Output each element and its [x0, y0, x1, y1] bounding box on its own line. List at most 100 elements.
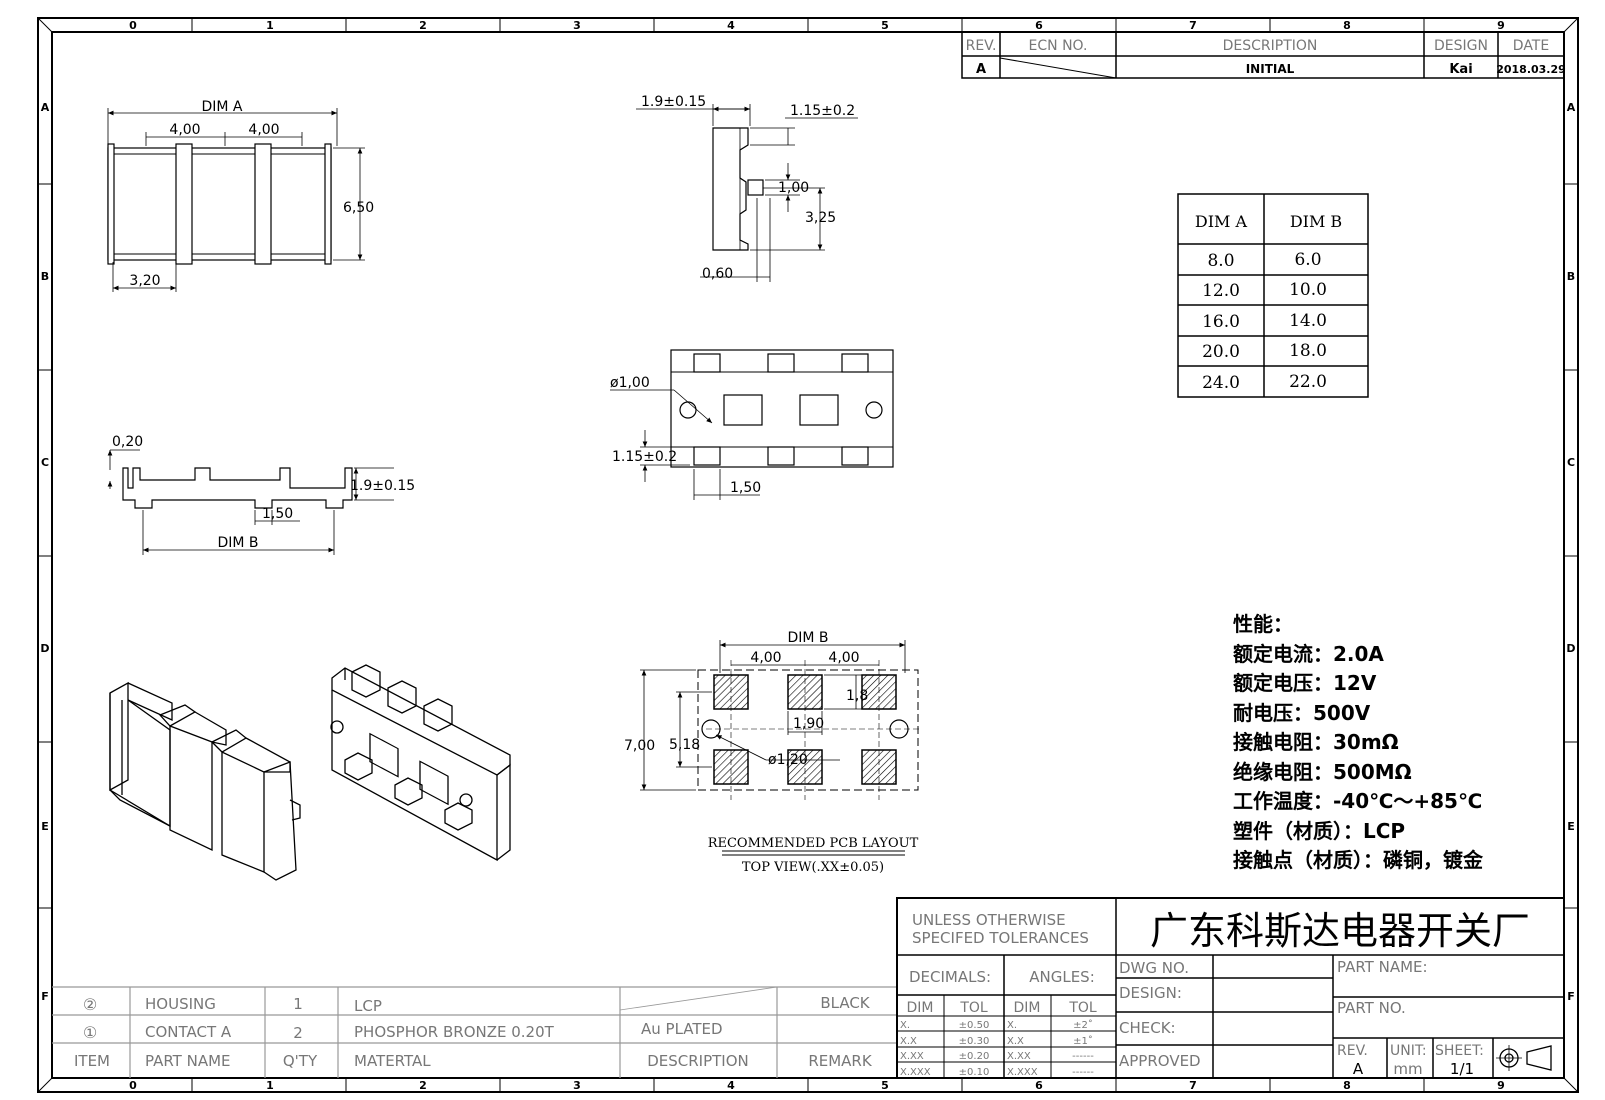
top-view — [107, 108, 365, 292]
part-name-label: PART NAME: — [1337, 958, 1428, 976]
bom-description: Au PLATED — [641, 1020, 723, 1038]
tol-header: TOL — [959, 1000, 988, 1016]
unit-value: mm — [1393, 1060, 1422, 1078]
pitch-label: 3,20 — [129, 273, 160, 289]
tol-dim: X.X — [1007, 1036, 1024, 1047]
zone-label: 3 — [573, 19, 581, 32]
tol-value: ±0.50 — [959, 1020, 990, 1031]
pcb-subtitle: TOP VIEW(.XX±0.05) — [742, 860, 884, 875]
pcb-title: RECOMMENDED PCB LAYOUT — [708, 836, 919, 851]
zone-label: B — [1567, 270, 1575, 283]
dim-a-cell: 8.0 — [1207, 251, 1234, 271]
tol-dim: X. — [1007, 1020, 1017, 1031]
zone-label: F — [1567, 990, 1575, 1003]
zone-label: 0 — [129, 1079, 137, 1092]
tol-value: ±0.10 — [959, 1067, 990, 1078]
bom-qty: 2 — [293, 1024, 303, 1042]
zone-label: 3 — [573, 1079, 581, 1092]
zone-label: 9 — [1497, 1079, 1505, 1092]
bom-header-remark: REMARK — [808, 1052, 873, 1070]
dim-a-cell: 16.0 — [1202, 312, 1240, 332]
zone-labels: 0 1 2 3 4 5 6 7 8 9 0 1 2 3 4 5 6 7 8 9 … — [40, 19, 1575, 1092]
spec-line: 绝缘电阻：500MΩ — [1233, 760, 1412, 784]
pitch-label: 4,00 — [169, 122, 200, 138]
dim-b-cell: 10.0 — [1289, 280, 1327, 300]
height-label: 6,50 — [343, 200, 374, 216]
bom-header-description: DESCRIPTION — [647, 1052, 749, 1070]
zone-label: 4 — [727, 1079, 735, 1092]
decimals-label: DECIMALS: — [909, 968, 991, 986]
bom-item: ① — [83, 1023, 97, 1042]
tol-value: ------ — [1072, 1067, 1094, 1078]
sheet-label: SHEET: — [1435, 1043, 1484, 1059]
hole-label: ø1,00 — [610, 375, 650, 391]
tolerance-note: UNLESS OTHERWISE — [912, 911, 1066, 929]
design-value: Kai — [1449, 62, 1472, 77]
dim-a-cell: 12.0 — [1202, 281, 1240, 301]
zone-label: D — [40, 642, 49, 655]
projection-icon — [1496, 1045, 1552, 1071]
bom-table: ② HOUSING 1 LCP BLACK ① CONTACT A 2 PHOS… — [52, 986, 897, 1078]
pcb-layout — [640, 640, 920, 856]
bom-header-part: PART NAME — [145, 1052, 231, 1070]
spec-line: 塑件（材质）：LCP — [1233, 819, 1405, 843]
bom-qty: 1 — [293, 995, 303, 1013]
design-header: DESIGN — [1434, 38, 1488, 54]
isometric-view-left — [109, 681, 301, 881]
design-label: DESIGN: — [1119, 984, 1182, 1002]
side-view — [636, 104, 858, 282]
zone-label: A — [41, 101, 50, 114]
zone-label: C — [1567, 456, 1575, 469]
bom-material: PHOSPHOR BRONZE 0.20T — [354, 1023, 555, 1041]
bottom-view — [610, 349, 894, 500]
top-view-labels: DIM A 4,00 4,00 6,50 3,20 — [129, 99, 374, 289]
zone-label: D — [1566, 642, 1575, 655]
dim-a-label: DIM A — [201, 99, 242, 115]
unit-label: UNIT: — [1390, 1043, 1427, 1059]
side-view-labels: 1.9±0.15 1.15±0.2 1,00 3,25 0,60 — [641, 94, 855, 282]
pin-label: 1,00 — [778, 180, 809, 196]
pcb-layout-labels: DIM B 4,00 4,00 7,00 5,18 1,8 1,90 ø1,20… — [624, 630, 919, 875]
zone-label: 1 — [266, 1079, 274, 1092]
zone-label: 0 — [129, 19, 137, 32]
tol-dim: X.X — [900, 1036, 917, 1047]
offset-label: 1.15±0.2 — [790, 103, 855, 119]
tol-dim: X.XXX — [1007, 1067, 1038, 1078]
zone-label: 1 — [266, 19, 274, 32]
bom-item: ② — [83, 995, 97, 1014]
rev-value: A — [976, 62, 986, 77]
pad-label: 1,50 — [262, 506, 293, 522]
zone-label: 7 — [1189, 1079, 1197, 1092]
angles-label: ANGLES: — [1029, 968, 1095, 986]
tol-value: ±0.20 — [959, 1051, 990, 1062]
zone-label: C — [41, 456, 49, 469]
sheet-frame — [37, 17, 1579, 1093]
spec-line: 额定电压：12V — [1233, 671, 1377, 695]
dim-a-cell: 24.0 — [1202, 373, 1240, 393]
dim-b-header: DIM B — [1290, 212, 1342, 231]
date-header: DATE — [1513, 38, 1549, 54]
sheet-value: 1/1 — [1450, 1060, 1474, 1078]
bom-part: HOUSING — [145, 995, 216, 1013]
zone-label: E — [1567, 820, 1575, 833]
check-label: CHECK: — [1119, 1019, 1176, 1037]
bom-material: LCP — [354, 997, 382, 1015]
pitch-label: 4,00 — [750, 650, 781, 666]
dim-header: DIM — [907, 1000, 934, 1016]
height-label: 1.9±0.15 — [350, 478, 415, 494]
bottom-view-labels: ø1,00 1.15±0.2 1,50 — [610, 375, 761, 496]
zone-label: 5 — [881, 19, 889, 32]
zone-label: 5 — [881, 1079, 889, 1092]
zone-label: B — [41, 270, 49, 283]
tol-value: ±1˚ — [1073, 1035, 1093, 1047]
tol-header: TOL — [1068, 1000, 1097, 1016]
approved-label: APPROVED — [1119, 1052, 1201, 1070]
dim-a-cell: 20.0 — [1202, 342, 1240, 362]
zone-label: F — [41, 990, 49, 1003]
dim-b-cell: 22.0 — [1289, 372, 1327, 392]
pad-label: 1.15±0.2 — [612, 449, 677, 465]
zone-label: E — [41, 820, 49, 833]
tol-dim: X.XXX — [900, 1067, 931, 1078]
pitch-label: 4,00 — [828, 650, 859, 666]
rev-label: REV. — [1337, 1043, 1368, 1059]
